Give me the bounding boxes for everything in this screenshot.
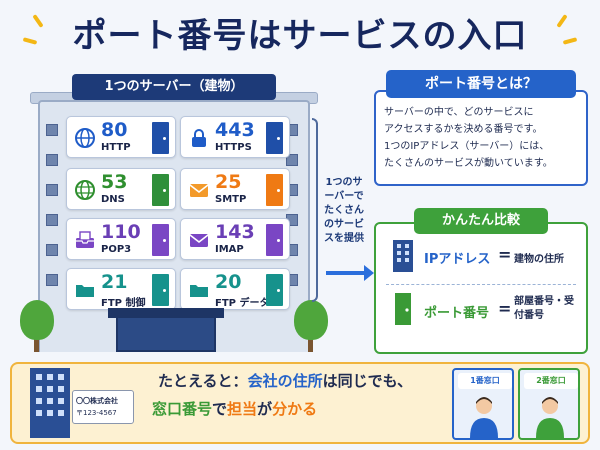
service-card-smtp: 25 SMTP [180, 168, 290, 210]
example-particle: が [257, 400, 273, 418]
tree-icon [294, 300, 328, 340]
folder-icon [76, 285, 94, 297]
service-card-https: 443 HTTPS [180, 116, 290, 158]
protocol-name: POP3 [101, 244, 132, 255]
port-number: 21 [101, 271, 128, 293]
protocol-name: HTTPS [215, 142, 252, 153]
window [46, 244, 58, 256]
counter-window-2: 2番窓口 [518, 368, 580, 440]
comparison-meaning-port: 部屋番号・受付番号 [514, 296, 574, 321]
definition-line: たくさんのサービスが動いています。 [384, 158, 553, 169]
window [286, 154, 298, 166]
globe-icon [75, 128, 95, 148]
tree-trunk [308, 338, 313, 352]
protocol-name: IMAP [215, 244, 244, 255]
example-particle: で [212, 400, 228, 418]
network-globe-icon [75, 180, 95, 200]
window [46, 274, 58, 286]
comparison-divider [386, 284, 576, 285]
clerk-icon [536, 397, 564, 438]
definition-box [374, 90, 588, 186]
door-icon [152, 122, 169, 154]
service-card-imap: 143 IMAP [180, 218, 290, 260]
building-label: 1つのサーバー（建物） [72, 74, 276, 100]
counter-label: 2番窓口 [524, 373, 578, 389]
window [46, 184, 58, 196]
service-card-ftp-data: 20 FTP データ [180, 268, 290, 310]
arrow-right-icon [326, 265, 374, 281]
port-number: 53 [101, 171, 128, 193]
counter-label: 1番窓口 [458, 373, 512, 389]
door-icon [152, 174, 169, 206]
equals-sign: = [498, 299, 512, 318]
protocol-name: FTP 制御 [101, 298, 146, 309]
company-zip: 〒123-4567 [76, 409, 117, 417]
inbox-icon [76, 231, 94, 248]
example-line-1: たとえると：会社の住所は同じでも、 [158, 370, 412, 391]
port-number: 20 [215, 271, 242, 293]
definition-body: サーバーの中で、どのサービスに アクセスするかを決める番号です。 1つのIPアド… [384, 104, 582, 172]
center-note: 1つのサーバーでたくさんのサービスを提供 [324, 177, 364, 244]
door-icon [152, 274, 169, 306]
window [46, 154, 58, 166]
door-icon [266, 122, 283, 154]
company-name: 〇〇株式会社 [76, 397, 118, 405]
page-title: ポート番号はサービスの入口 [72, 16, 528, 56]
company-sign [72, 390, 134, 424]
service-card-dns: 53 DNS [66, 168, 176, 210]
lock-icon [192, 129, 206, 147]
port-number: 143 [215, 221, 255, 243]
definition-line: サーバーの中で、どのサービスに [384, 107, 534, 118]
service-card-ftp-control: 21 FTP 制御 [66, 268, 176, 310]
example-address: 会社の住所 [247, 372, 323, 390]
port-number: 110 [101, 221, 141, 243]
comparison-meaning-ip: 建物の住所 [514, 254, 564, 265]
port-number: 443 [215, 119, 255, 141]
tree-trunk [34, 338, 39, 352]
protocol-name: HTTP [101, 142, 131, 153]
window [46, 214, 58, 226]
entrance-canopy [108, 308, 224, 318]
mail-icon [189, 234, 209, 247]
example-charge: 担当 [227, 400, 258, 418]
door-icon [266, 224, 283, 256]
definition-line: アクセスするかを決める番号です。 [384, 124, 543, 135]
door-icon [395, 293, 411, 325]
tree-icon [20, 300, 54, 340]
port-number: 80 [101, 119, 128, 141]
definition-line: 1つのIPアドレス（サーバー）には、 [384, 141, 550, 152]
example-line-2: 窓口番号で担当が分かる [152, 398, 317, 419]
comparison-heading: かんたん比較 [414, 208, 548, 234]
folder-icon [190, 285, 208, 297]
service-card-pop3: 110 POP3 [66, 218, 176, 260]
example-understood: 分かる [272, 400, 318, 418]
example-lead: たとえると： [158, 372, 248, 390]
building-icon [393, 240, 413, 272]
service-card-http: 80 HTTP [66, 116, 176, 158]
bracket [312, 118, 318, 302]
port-number: 25 [215, 171, 242, 193]
counter-window-1: 1番窓口 [452, 368, 514, 440]
definition-heading: ポート番号とは？ [386, 70, 576, 98]
comparison-term-port: ポート番号 [424, 306, 490, 321]
envelope-icon [189, 184, 209, 197]
equals-sign: = [498, 245, 512, 264]
window [46, 124, 58, 136]
building-entrance [116, 316, 216, 352]
door-icon [152, 224, 169, 256]
office-building-icon [30, 368, 70, 438]
example-counter-number: 窓口番号 [152, 400, 213, 418]
protocol-name: SMTP [215, 194, 247, 205]
example-same: は同じでも、 [322, 372, 413, 390]
protocol-name: FTP データ [215, 298, 270, 309]
door-icon [266, 174, 283, 206]
protocol-name: DNS [101, 194, 125, 205]
comparison-term-ip: IPアドレス [424, 252, 491, 267]
door-icon [266, 274, 283, 306]
clerk-icon [470, 397, 498, 438]
